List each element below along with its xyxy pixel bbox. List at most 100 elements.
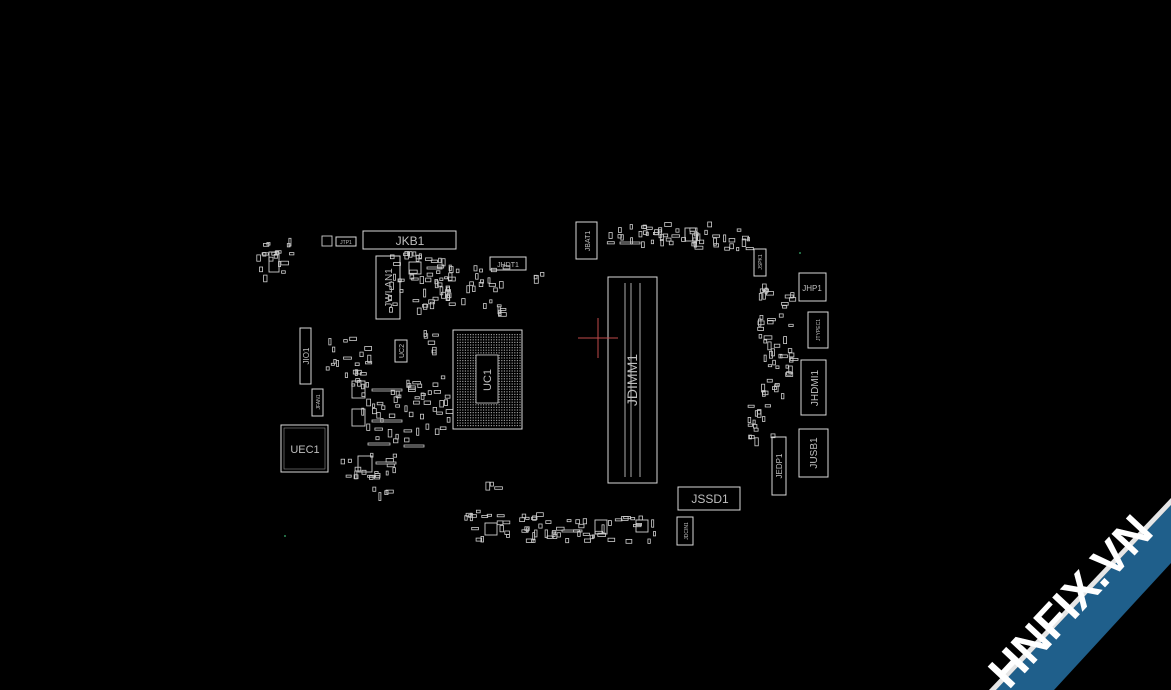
- smd-component: [286, 243, 291, 248]
- smd-component: [420, 392, 425, 400]
- jspk1-connector[interactable]: JSPK1: [753, 248, 767, 277]
- smd-component: [494, 486, 503, 490]
- smd-component: [752, 419, 756, 425]
- smd-component: [423, 333, 429, 339]
- smd-component: [789, 357, 794, 363]
- smd-component: [345, 474, 352, 478]
- smd-component: [747, 404, 755, 408]
- smd-component: [436, 411, 443, 415]
- resistor-network: [367, 442, 391, 446]
- smd-component: [774, 383, 780, 387]
- smd-component: [584, 538, 591, 543]
- smd-component: [789, 357, 799, 361]
- smd-component: [280, 260, 289, 266]
- jfan1-connector[interactable]: JFAN1: [311, 388, 324, 417]
- smd-component: [654, 229, 659, 236]
- jdimm1-slot[interactable]: JDIMM1: [607, 276, 658, 484]
- jkb1-label: JKB1: [396, 234, 425, 248]
- smd-component: [697, 233, 701, 241]
- jhdmi1-connector[interactable]: JHDMI1: [800, 359, 827, 416]
- smd-component: [778, 353, 783, 359]
- smd-component: [779, 354, 788, 359]
- smd-component: [393, 262, 401, 266]
- small-ic: [408, 261, 422, 275]
- smd-component: [446, 294, 450, 301]
- smd-component: [565, 538, 570, 544]
- jio1-connector[interactable]: JIO1: [299, 327, 312, 385]
- smd-component: [506, 534, 510, 538]
- smd-component: [422, 303, 428, 310]
- smd-component: [763, 335, 773, 340]
- uec1-chip[interactable]: UEC1: [280, 424, 329, 473]
- smd-component: [441, 291, 446, 299]
- uc1-cpu[interactable]: UC1: [452, 329, 523, 430]
- smd-component: [408, 251, 413, 258]
- smd-component: [736, 246, 740, 252]
- jedp1-connector[interactable]: JEDP1: [771, 436, 787, 496]
- smd-component: [448, 272, 453, 281]
- uc2-chip[interactable]: UC2: [394, 339, 408, 363]
- smd-component: [392, 467, 396, 474]
- smd-component: [439, 426, 447, 430]
- smd-component: [395, 404, 400, 408]
- smd-component: [361, 407, 365, 416]
- smd-component: [475, 273, 479, 280]
- smd-component: [385, 489, 394, 494]
- jtypec1-label: JTYPEC1: [816, 319, 822, 341]
- smd-component: [504, 530, 510, 535]
- smd-component: [788, 323, 794, 327]
- small-ic: [594, 519, 608, 535]
- jssd1-connector[interactable]: JSSD1: [677, 486, 741, 511]
- smd-component: [333, 358, 337, 364]
- smd-component: [713, 237, 717, 246]
- smd-component: [395, 433, 399, 440]
- smd-component: [762, 283, 767, 291]
- smd-component: [762, 390, 766, 397]
- smd-component: [485, 481, 491, 491]
- smd-component: [471, 527, 479, 531]
- smd-component: [643, 230, 648, 235]
- jtypec1-connector[interactable]: JTYPEC1: [807, 311, 829, 349]
- smd-component: [388, 413, 396, 418]
- smd-component: [641, 241, 645, 249]
- smd-component: [447, 276, 456, 282]
- jhp1-connector[interactable]: JHP1: [798, 272, 827, 302]
- jwlan1-connector[interactable]: JWLAN1: [375, 255, 401, 320]
- jhdt1-connector[interactable]: JHDT1: [489, 256, 527, 271]
- smd-component: [675, 228, 680, 233]
- smd-component: [614, 518, 623, 522]
- jusb1-connector[interactable]: JUSB1: [798, 428, 829, 478]
- smd-component: [425, 277, 432, 283]
- smd-component: [392, 302, 398, 306]
- jwlan1-label: JWLAN1: [384, 268, 395, 308]
- smd-component: [778, 313, 784, 318]
- smd-component: [540, 271, 545, 277]
- smd-component: [432, 406, 438, 412]
- smd-component: [366, 423, 371, 431]
- smd-component: [578, 523, 585, 529]
- smd-component: [381, 405, 386, 410]
- smd-component: [393, 396, 398, 403]
- smd-component: [533, 274, 538, 280]
- smd-component: [773, 343, 781, 348]
- jkb1-connector[interactable]: JKB1: [362, 230, 457, 250]
- jbat1-connector[interactable]: JBAT1: [575, 221, 598, 260]
- smd-component: [758, 334, 763, 339]
- smd-component: [443, 399, 448, 406]
- smd-component: [429, 301, 435, 310]
- jtp1-connector[interactable]: JTP1: [335, 236, 357, 247]
- smd-component: [425, 423, 430, 430]
- jbat1-label: JBAT1: [585, 231, 592, 252]
- jhdt1-label: JHDT1: [497, 262, 519, 269]
- smd-component: [409, 274, 415, 280]
- jdcin1-connector[interactable]: JDCIN1: [676, 516, 694, 546]
- smd-component: [343, 339, 348, 343]
- smd-component: [325, 366, 330, 371]
- smd-component: [748, 434, 752, 440]
- smd-component: [551, 531, 556, 537]
- smd-component: [479, 268, 483, 273]
- smd-component: [419, 413, 424, 420]
- jspk1-label: JSPK1: [758, 254, 764, 270]
